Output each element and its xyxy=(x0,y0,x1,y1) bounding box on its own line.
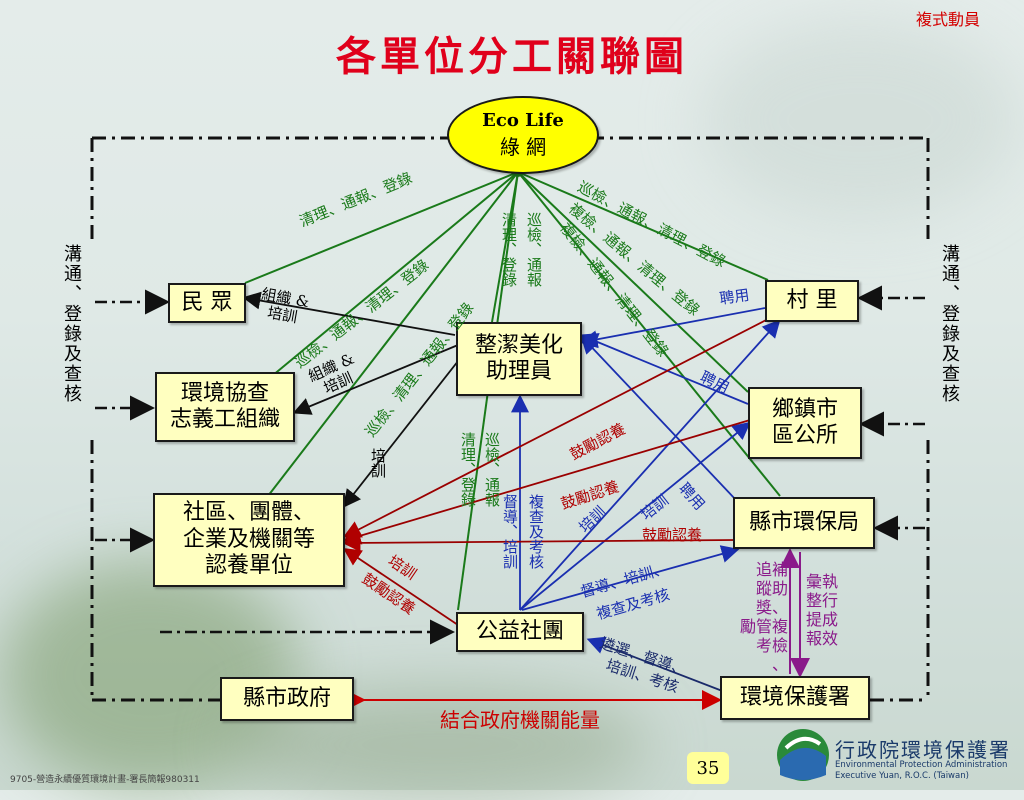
label-bottom: 結合政府機關能量 xyxy=(440,708,600,732)
org-english-line2: Executive Yuan, R.O.C. (Taiwan) xyxy=(835,770,969,781)
label-g5b: 巡檢、通報 xyxy=(483,432,501,507)
label-track6: 、 xyxy=(771,655,788,674)
label-report3: 提成 xyxy=(806,610,839,629)
eco-life-title: Eco Life xyxy=(482,110,564,131)
label-enc3: 鼓勵認養 xyxy=(642,526,703,544)
label-g4a: 清理、登錄 xyxy=(500,212,518,287)
label-report2: 整行 xyxy=(806,591,839,610)
label-g5a: 清理、登錄 xyxy=(459,432,477,507)
side-label-left: 溝通、登錄及查核 xyxy=(61,244,82,404)
label-track3: 獎、 xyxy=(755,598,788,617)
page-number: 35 xyxy=(687,752,729,784)
epa-logo-icon xyxy=(777,729,829,781)
org-english: Environmental Protection Administration … xyxy=(835,760,1007,781)
node-township: 鄉鎮市 區公所 xyxy=(748,387,862,459)
corner-label: 複式動員 xyxy=(915,10,980,29)
org-english-line1: Environmental Protection Administration xyxy=(835,760,1008,770)
frame xyxy=(90,136,930,702)
label-g4b: 巡檢、通報 xyxy=(525,212,543,287)
label-sup2: 複查及考核 xyxy=(527,494,545,569)
node-epa: 環境保護署 xyxy=(720,676,870,720)
footer-text: 9705-營造永續優質環境計畫-署長簡報980311 xyxy=(10,775,200,785)
node-village: 村 里 xyxy=(765,280,859,322)
label-track1: 追補 xyxy=(755,560,788,579)
node-assistant: 整潔美化 助理員 xyxy=(456,322,582,396)
node-volunteers: 環境協查 志義工組織 xyxy=(155,372,295,442)
label-track2: 蹤助 xyxy=(755,579,788,598)
label-hire1: 聘用 xyxy=(718,285,751,308)
bg-water xyxy=(700,20,1020,220)
node-people: 民 眾 xyxy=(168,283,246,323)
node-ngo: 公益社團 xyxy=(456,612,584,652)
label-track: 追補 蹤助 獎、 勵管複 考檢 、 xyxy=(724,560,788,674)
node-community: 社區、團體、 企業及機關等 認養單位 xyxy=(153,493,345,587)
org-name: 行政院環境保護署 xyxy=(835,738,1011,762)
side-label-right: 溝通、登錄及查核 xyxy=(939,244,960,404)
node-county-epb: 縣市環保局 xyxy=(733,497,875,549)
label-track4: 勵管複 xyxy=(739,617,788,636)
label-report4: 報效 xyxy=(806,629,839,648)
page-title: 各單位分工關聯圖 xyxy=(336,33,688,80)
eco-life-node: Eco Life 綠 網 xyxy=(447,96,599,174)
eco-life-subtitle: 綠 網 xyxy=(499,135,547,159)
label-sup1: 督導、培訓 xyxy=(501,494,519,569)
label-track5: 考檢 xyxy=(755,636,788,655)
label-report1: 彙執 xyxy=(806,572,839,591)
label-report: 彙執 整行 提成 報效 xyxy=(806,572,838,648)
label-train1: 培訓 xyxy=(369,448,387,478)
node-county-gov: 縣市政府 xyxy=(220,677,354,721)
